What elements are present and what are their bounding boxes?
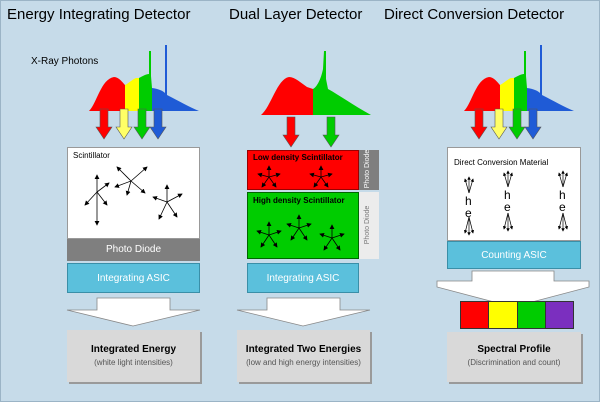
asic-panel2: Integrating ASIC	[247, 263, 359, 293]
energy-bin-yellow	[489, 302, 518, 328]
result-sub-panel2: (low and high energy intensities)	[246, 358, 361, 367]
energy-bin-purple	[545, 302, 573, 328]
photo-diode-top-label: Photo Diode	[364, 149, 371, 189]
result-box-panel2: Integrated Two Energies (low and high en…	[237, 330, 370, 382]
energy-bin-green	[517, 302, 546, 328]
title-direct-conversion: Direct Conversion Detector	[384, 6, 565, 23]
photo-diode-side-label: Photo Diode	[364, 205, 371, 245]
result-box-panel1: Integrated Energy (white light intensiti…	[67, 330, 200, 382]
result-title-panel1: Integrated Energy	[90, 344, 177, 355]
hole-letter-3: h	[559, 188, 566, 202]
electron-letter-2: e	[504, 200, 511, 214]
asic-panel1: Integrating ASIC	[67, 263, 200, 293]
hole-letter-2: h	[504, 188, 511, 202]
light-scatter-icon-panel2	[256, 165, 345, 251]
electron-letter-3: e	[559, 200, 566, 214]
energy-bins	[460, 301, 574, 329]
result-title-panel3: Spectral Profile	[477, 344, 551, 355]
scintillator-box	[67, 147, 200, 239]
photo-diode-panel1: Photo Diode	[67, 239, 200, 261]
title-dual-layer: Dual Layer Detector	[229, 6, 363, 23]
photo-diode-top-panel2	[359, 150, 379, 190]
result-sub-panel1: (white light intensities)	[94, 358, 173, 367]
result-title-panel2: Integrated Two Energies	[245, 344, 362, 355]
xray-photons-label: X-Ray Photons	[31, 56, 99, 67]
direct-conversion-label: Direct Conversion Material	[454, 158, 549, 167]
down-arrows-panel1	[95, 108, 167, 140]
scintillator-label: Scintillator	[73, 151, 110, 160]
result-sub-panel3: (Discrimination and count)	[467, 358, 561, 367]
light-scatter-icon-panel1	[84, 166, 183, 226]
title-energy-integrating: Energy Integrating Detector	[7, 6, 191, 23]
funnel-arrow-icon-panel2	[236, 297, 371, 327]
asic-panel3: Counting ASIC	[447, 241, 581, 269]
result-box-panel3: Spectral Profile (Discrimination and cou…	[447, 332, 581, 382]
hole-letter-1: h	[465, 194, 472, 208]
down-arrows-panel3	[470, 108, 542, 140]
photo-diode-side-panel2	[359, 192, 379, 259]
spectrum-icon-panel3	[464, 45, 574, 111]
spectrum-icon-panel2	[261, 51, 371, 115]
spectrum-icon-panel1	[89, 45, 199, 111]
charge-pair-icon	[463, 170, 569, 236]
electron-letter-1: e	[465, 206, 472, 220]
funnel-arrow-icon-panel1	[66, 297, 201, 327]
low-density-label: Low density Scintillator	[253, 153, 343, 162]
down-arrows-panel2	[282, 116, 340, 148]
energy-bin-red	[461, 302, 490, 328]
high-density-scintillator	[247, 192, 359, 259]
high-density-label: High density Scintillator	[253, 196, 345, 205]
funnel-arrow-icon-panel3	[436, 270, 590, 308]
